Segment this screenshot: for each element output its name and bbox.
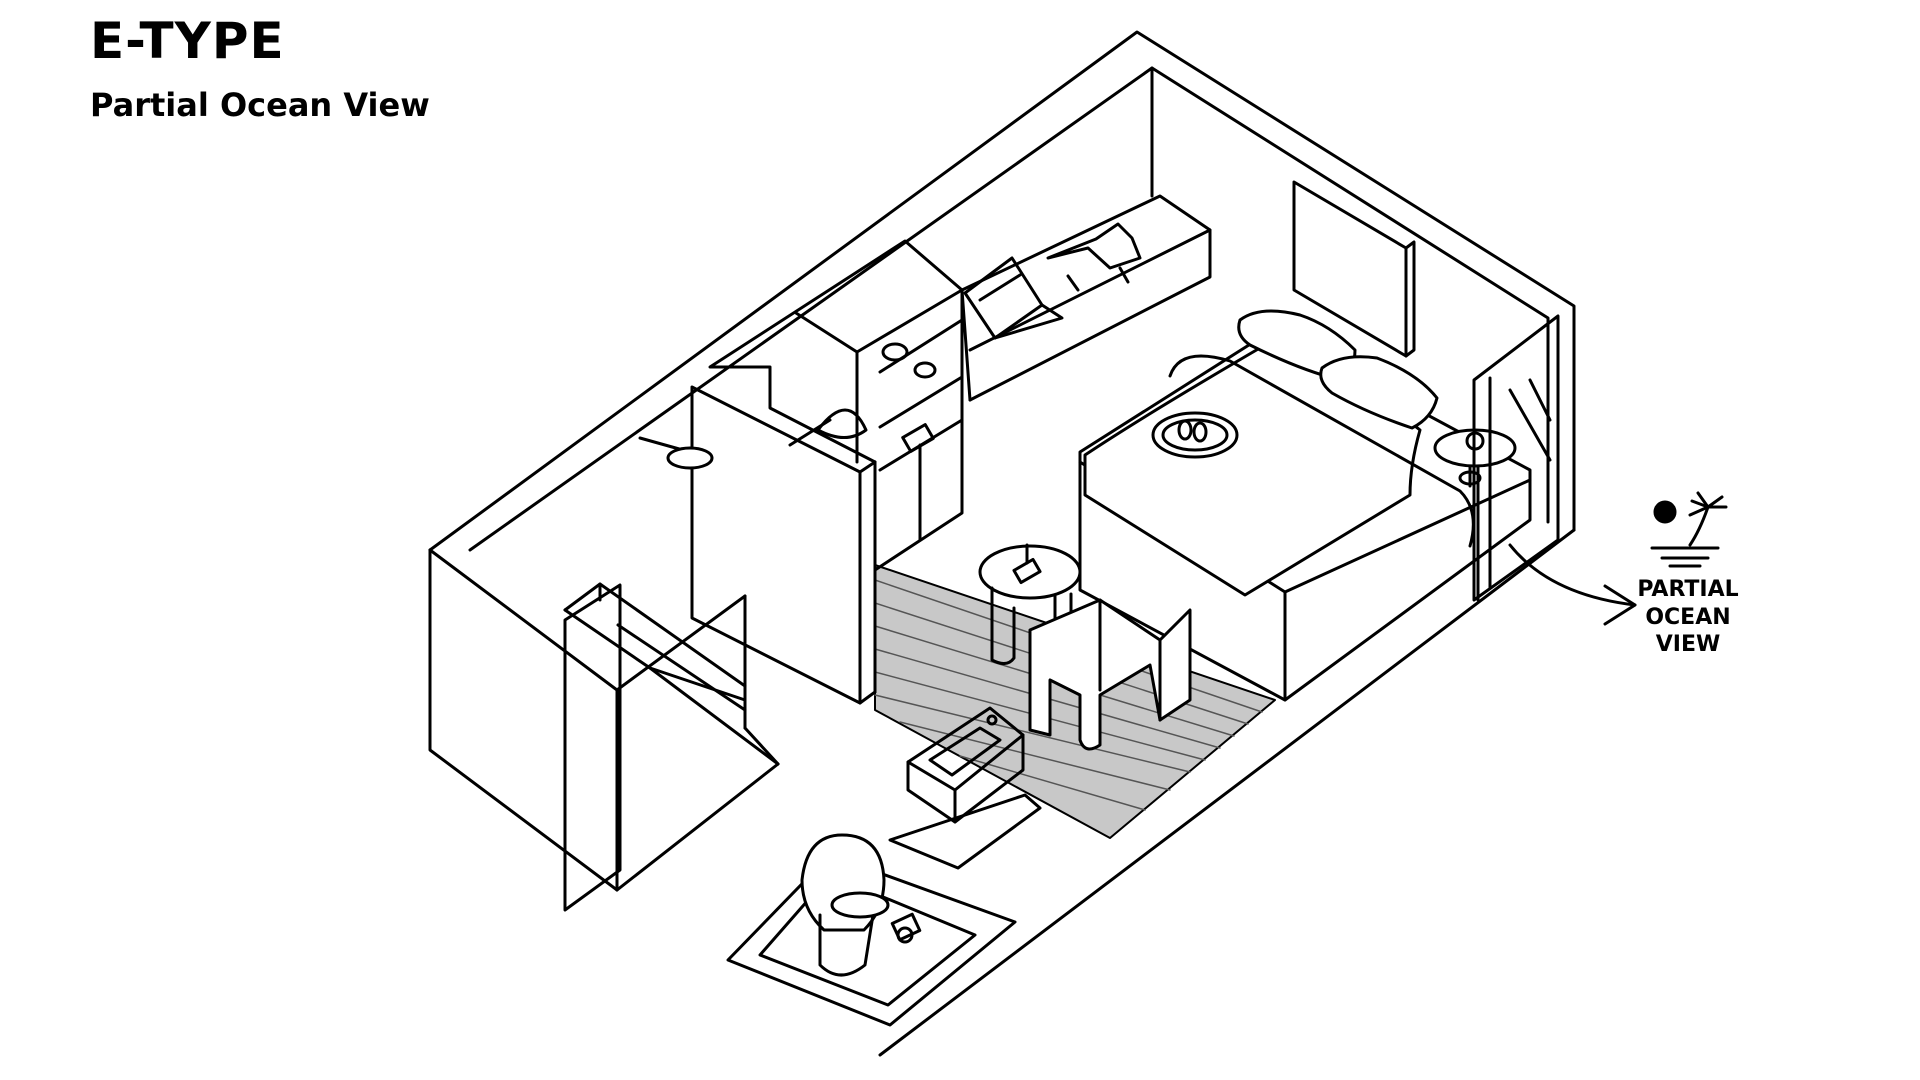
tray-icon (1151, 411, 1239, 459)
shelving-unit (708, 239, 964, 572)
view-callout-label: PARTIAL OCEAN VIEW (1618, 576, 1758, 659)
view-arrow (1508, 543, 1637, 626)
room-walls (428, 30, 1576, 1057)
round-table (978, 543, 1082, 665)
armchair (1028, 598, 1192, 751)
view-callout-line-1: PARTIAL (1637, 577, 1739, 602)
sun-palm-island-icon (1650, 491, 1728, 568)
toilet-icon (800, 833, 922, 977)
bath-divider-wall (563, 583, 622, 912)
wall-artwork (1292, 180, 1416, 358)
view-callout-line-3: VIEW (1655, 632, 1721, 658)
plan-subtitle: Partial Ocean View (90, 86, 430, 124)
floor-area (874, 564, 1276, 839)
partition-wall (690, 385, 877, 705)
window-frame (1472, 314, 1560, 602)
lounge-chair-icon (1046, 222, 1142, 292)
bed (1078, 309, 1532, 702)
plan-title: E-TYPE (90, 12, 285, 70)
sink-vanity (906, 706, 1025, 824)
view-callout-line-2: OCEAN (1645, 604, 1731, 630)
shower-head-icon (638, 436, 714, 470)
shower-enclosure (563, 582, 780, 766)
desk-counter (960, 194, 1212, 402)
laptop-icon (963, 256, 1064, 340)
